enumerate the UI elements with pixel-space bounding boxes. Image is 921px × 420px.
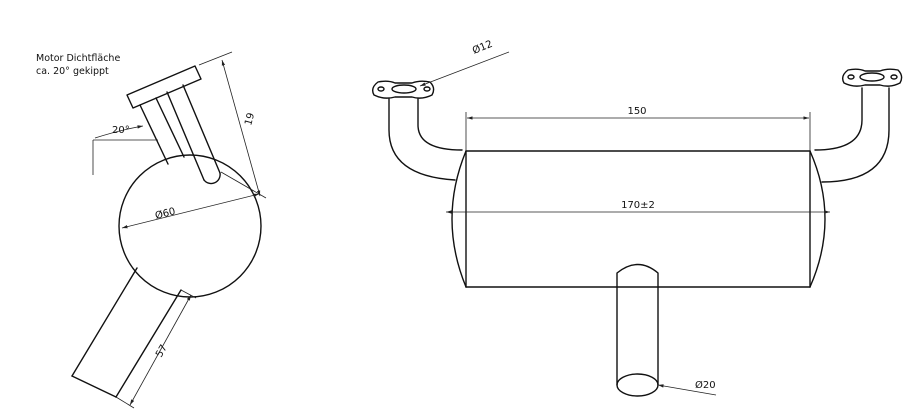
left-elbow-pipe — [388, 98, 463, 181]
dimension-dia60: Ø60 — [121, 193, 260, 229]
dimension-150: 150 — [465, 106, 811, 151]
dim-dia20-label: Ø20 — [695, 379, 716, 391]
dimension-dia12: Ø12 — [419, 38, 510, 87]
muffler-body — [451, 150, 826, 288]
dimension-57: 57 — [115, 289, 197, 409]
dimension-dia20: Ø20 — [657, 379, 717, 396]
side-view: Motor Dichtfläche ca. 20° gekippt — [36, 51, 267, 409]
angle-label: 20° — [112, 125, 130, 136]
dim-dia60-label: Ø60 — [154, 205, 177, 222]
dim-150-label: 150 — [627, 106, 646, 117]
right-flange — [841, 68, 903, 87]
side-branch-tube — [166, 84, 221, 185]
right-elbow-pipe — [814, 87, 890, 183]
note-line-2: ca. 20° gekippt — [36, 66, 109, 77]
side-body-circle — [118, 154, 262, 298]
dim-dia12-label: Ø12 — [471, 38, 495, 57]
dimension-19: 19 — [198, 51, 267, 199]
note-line-1: Motor Dichtfläche — [36, 53, 120, 64]
dim-19-label: 19 — [243, 112, 257, 127]
dim-170-label: 170±2 — [621, 200, 655, 211]
front-view: Ø12 150 170±2 Ø20 — [371, 38, 903, 397]
outlet-pipe — [616, 263, 659, 397]
side-flange — [126, 65, 202, 109]
dimension-170: 170±2 — [446, 200, 830, 214]
side-outlet-tube — [71, 267, 182, 398]
side-inlet-tube — [139, 97, 185, 165]
angle-annotation: 20° — [92, 125, 158, 175]
left-flange — [371, 80, 435, 99]
